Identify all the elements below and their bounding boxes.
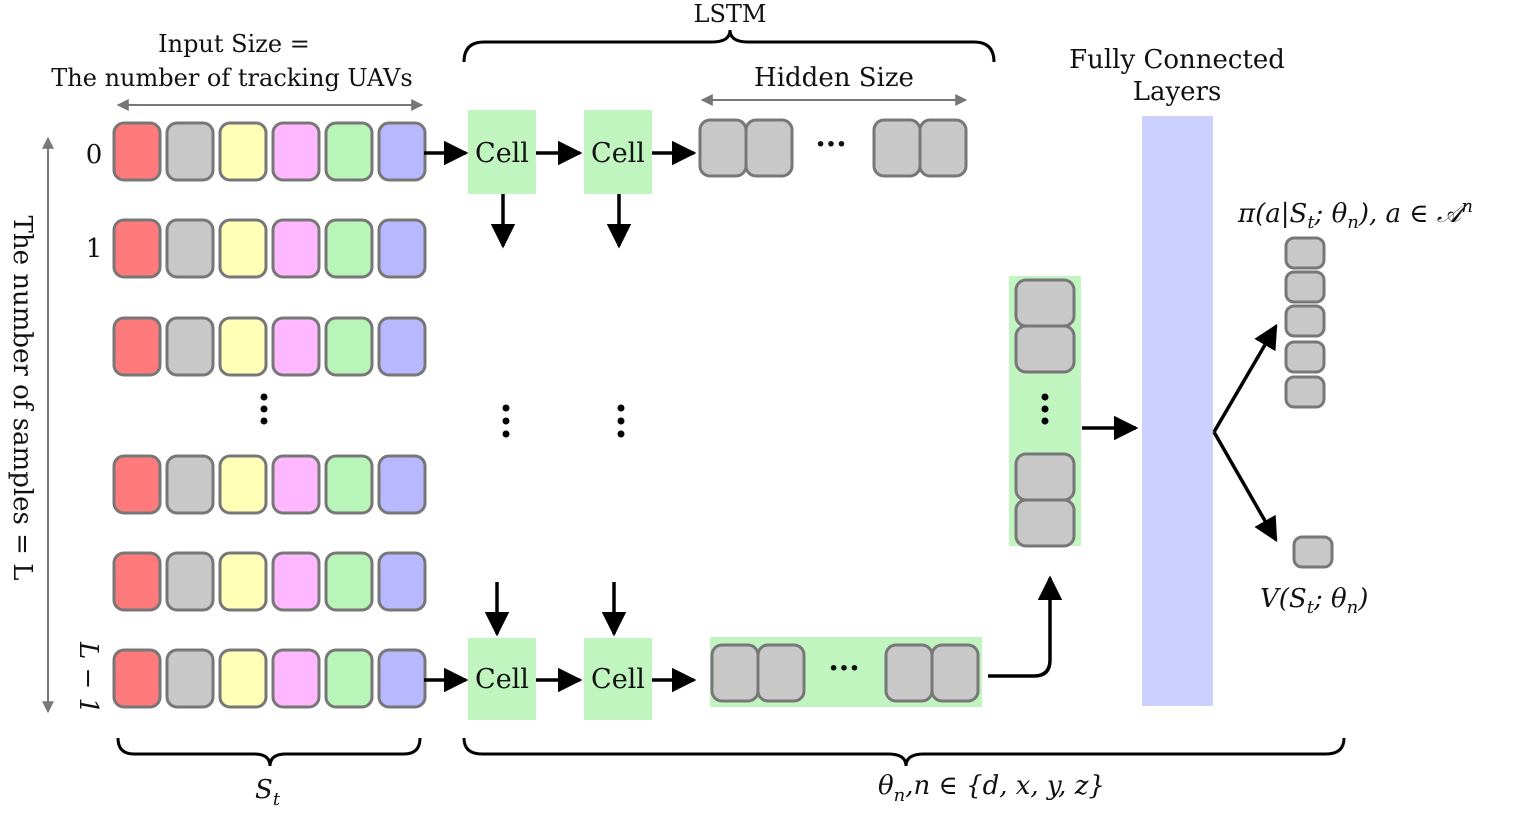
hidden-size-label: Hidden Size (754, 63, 914, 93)
state-label: St (255, 775, 281, 810)
uav-block-0-2 (218, 121, 268, 182)
lstm-cell-bottom-1-label: Cell (475, 664, 529, 695)
input-row-3 (112, 454, 427, 515)
input-row-2 (112, 316, 427, 377)
lstm-cell-top-2: Cell (584, 110, 652, 194)
uav-block-3-3 (271, 454, 321, 515)
uav-block-4-1 (165, 551, 215, 612)
uav-block-5-3 (271, 648, 321, 709)
hidden-to-feature-arrow (988, 575, 1063, 678)
uav-block-0-4 (324, 121, 374, 182)
input-row-4 (112, 551, 427, 612)
uav-block-5-4 (324, 648, 374, 709)
lstm-cell-bottom-2: Cell (584, 638, 652, 720)
lstm-cell-bottom-2-label: Cell (591, 664, 645, 695)
vertical-cell-arrows (484, 194, 632, 637)
theta-brace (462, 737, 1346, 767)
uav-block-1-4 (324, 218, 374, 279)
lstm-cell-bottom-1: Cell (468, 638, 536, 720)
uav-block-0-1 (165, 121, 215, 182)
uav-block-4-2 (218, 551, 268, 612)
fc-output-arrows (1212, 323, 1278, 543)
uav-block-1-2 (218, 218, 268, 279)
uav-block-2-1 (165, 316, 215, 377)
uav-block-5-0 (112, 648, 162, 709)
lstm-label: LSTM (694, 0, 767, 28)
fc-label-line1: Fully Connected (1069, 45, 1285, 75)
input-size-label: Input Size = (158, 30, 310, 58)
uav-block-4-5 (377, 551, 427, 612)
uav-block-4-3 (271, 551, 321, 612)
state-brace (116, 737, 422, 767)
uav-block-4-4 (324, 551, 374, 612)
hidden-state-bottom-ellipsis: ··· (828, 651, 859, 686)
policy-output (1284, 236, 1326, 409)
hidden-state-bottom: ··· (710, 637, 982, 707)
uav-block-2-5 (377, 316, 427, 377)
uav-block-3-0 (112, 454, 162, 515)
uav-block-1-3 (271, 218, 321, 279)
uav-block-1-5 (377, 218, 427, 279)
uav-block-1-0 (112, 218, 162, 279)
hidden-state-top: ··· (698, 118, 968, 178)
value-output (1292, 535, 1334, 569)
uav-block-0-5 (377, 121, 427, 182)
uav-block-0-3 (271, 121, 321, 182)
input-size-description: The number of tracking UAVs (51, 64, 412, 92)
fc-label-line2: Layers (1133, 77, 1222, 107)
theta-label: θn,n ∈ {d, x, y, z} (878, 771, 1105, 806)
uav-block-2-3 (271, 316, 321, 377)
lstm-cell-top-2-label: Cell (591, 138, 645, 169)
samples-axis-label: The number of samples = L (7, 216, 37, 581)
value-label: V(St; θn) (1260, 584, 1368, 618)
uav-block-4-0 (112, 551, 162, 612)
row-label-last: L − 1 (73, 641, 103, 714)
uav-block-5-5 (377, 648, 427, 709)
input-rows-ellipsis (260, 393, 268, 425)
hidden-state-top-ellipsis: ··· (815, 127, 846, 162)
uav-block-0-0 (112, 121, 162, 182)
policy-label: π(a|St; θn), a ∈ 𝒜n (1237, 196, 1473, 233)
feature-vector (1009, 276, 1081, 548)
uav-block-3-5 (377, 454, 427, 515)
lstm-brace (462, 29, 996, 63)
uav-block-5-2 (218, 648, 268, 709)
uav-block-3-1 (165, 454, 215, 515)
input-row-0 (112, 121, 427, 182)
lstm-ellipsis (502, 404, 625, 438)
row-label-1: 1 (86, 234, 103, 264)
input-row-5 (112, 648, 427, 709)
lstm-cell-top-1: Cell (468, 110, 536, 194)
uav-block-2-4 (324, 316, 374, 377)
uav-block-5-1 (165, 648, 215, 709)
row-label-0: 0 (86, 140, 103, 170)
uav-block-2-0 (112, 316, 162, 377)
lstm-cell-top-1-label: Cell (475, 138, 529, 169)
uav-block-2-2 (218, 316, 268, 377)
uav-block-3-4 (324, 454, 374, 515)
uav-block-1-1 (165, 218, 215, 279)
input-row-1 (112, 218, 427, 279)
uav-block-3-2 (218, 454, 268, 515)
input-rows (112, 121, 427, 709)
fc-layer (1142, 116, 1213, 706)
